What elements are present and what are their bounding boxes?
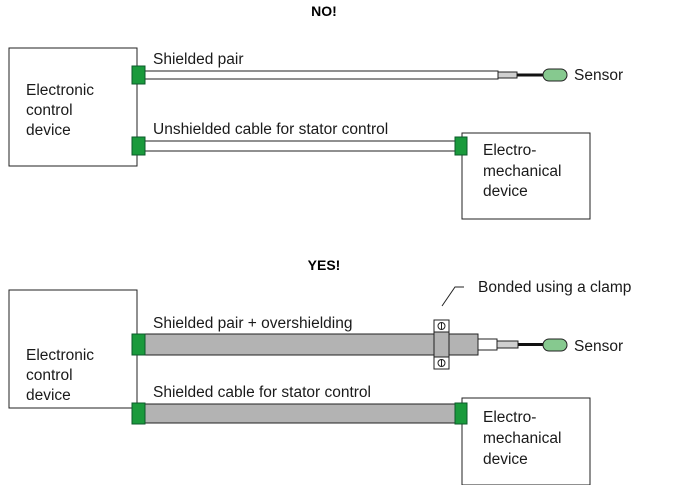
sensor-label: Sensor (574, 338, 623, 355)
connector-icon (131, 65, 146, 85)
electronic-control-device-box (8, 47, 138, 167)
shielded-stator-cable-label: Shielded cable for stator control (153, 384, 371, 401)
sensor-icon (542, 338, 568, 352)
clamp-label: Bonded using a clamp (478, 279, 631, 296)
sensor-label: Sensor (574, 67, 623, 84)
shielded-pair-cable (144, 70, 499, 80)
connector-icon (131, 402, 146, 425)
shielded-stator-cable (144, 403, 456, 424)
connector-icon (454, 402, 468, 425)
electromechanical-device-box (461, 132, 591, 220)
cable-stripped-end (497, 71, 518, 79)
unshielded-cable-label: Unshielded cable for stator control (153, 121, 388, 138)
connector-icon (454, 136, 468, 156)
connector-icon (131, 136, 146, 156)
unshielded-cable (144, 140, 456, 152)
yes-heading: YES! (308, 257, 341, 273)
electromechanical-device-box (461, 397, 591, 485)
electromechanical-device-label: Electro- mechanical device (483, 409, 566, 468)
electronic-control-device-box (8, 289, 138, 409)
electronic-control-device-label: Electronic control device (26, 347, 98, 404)
overshielded-pair-label: Shielded pair + overshielding (153, 315, 352, 332)
electronic-control-device-label: Electronic control device (26, 82, 98, 139)
clamp-icon (433, 319, 450, 370)
clamp-leader-line (441, 286, 464, 307)
no-heading: NO! (311, 3, 337, 19)
overshielded-pair-cable (144, 333, 479, 356)
cable-inner-jacket (477, 338, 498, 351)
cable-stripped-end (496, 340, 519, 349)
connector-icon (131, 333, 146, 356)
shielded-pair-label: Shielded pair (153, 51, 243, 68)
sensor-icon (542, 68, 568, 82)
electromechanical-device-label: Electro- mechanical device (483, 142, 566, 200)
